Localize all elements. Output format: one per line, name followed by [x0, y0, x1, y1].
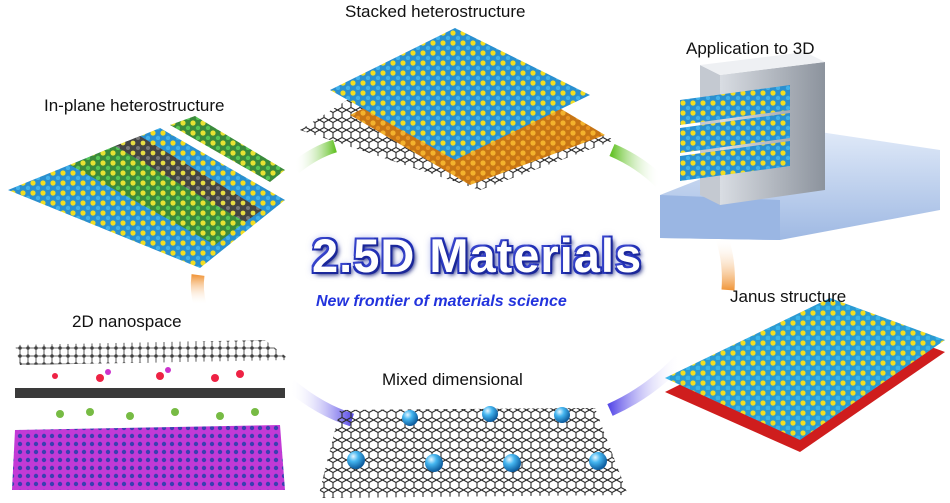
nanoparticle	[503, 454, 521, 472]
nanoparticle	[402, 410, 418, 426]
mixed-dimensional-image	[318, 406, 628, 498]
graphene-top	[15, 340, 290, 365]
layer-a	[680, 85, 790, 125]
nanoparticle	[347, 451, 365, 469]
red-molecules	[52, 367, 244, 382]
nanospace-image	[12, 340, 290, 490]
device-block-top	[700, 52, 825, 75]
magenta-layer	[12, 425, 285, 490]
inplane-green-region-2	[170, 116, 285, 182]
arrow-janus-to-mixed	[607, 355, 685, 416]
nanoparticle	[554, 407, 570, 423]
janus-top-layer	[665, 298, 945, 440]
arrow-inplane-to-stacked	[290, 139, 338, 174]
main-title: 2.5D Materials	[312, 229, 643, 282]
connector-arrows	[190, 139, 735, 427]
stacked-heterostructure-image	[300, 28, 615, 190]
inplane-heterostructure-image	[8, 116, 285, 268]
arrow-stacked-to-3d	[609, 144, 665, 187]
green-molecules	[56, 408, 259, 420]
nanoparticle	[425, 454, 443, 472]
janus-structure-label: Janus structure	[730, 287, 847, 306]
subtitle: New frontier of materials science	[316, 293, 567, 310]
nanospace-label: 2D nanospace	[72, 312, 182, 331]
inplane-green-region	[70, 146, 245, 245]
inplane-gray-region	[115, 136, 262, 222]
substrate-front	[660, 195, 780, 240]
blue-yellow-layer	[330, 28, 590, 160]
layer-b	[680, 113, 790, 153]
application-3d-image	[660, 52, 940, 240]
nanoparticle	[589, 452, 607, 470]
graphene-middle	[15, 388, 285, 398]
nanoparticle	[482, 406, 498, 422]
stacked-heterostructure-label: Stacked heterostructure	[345, 2, 526, 21]
mixed-dimensional-label: Mixed dimensional	[382, 370, 523, 389]
arrow-nanospace-to-inplane	[190, 274, 207, 307]
application-3d-label: Application to 3D	[686, 39, 815, 58]
arrow-3d-to-janus	[715, 235, 735, 291]
janus-structure-image	[665, 298, 945, 452]
layer-c	[680, 141, 790, 181]
inplane-heterostructure-label: In-plane heterostructure	[44, 96, 225, 115]
mixed-graphene	[318, 408, 628, 498]
